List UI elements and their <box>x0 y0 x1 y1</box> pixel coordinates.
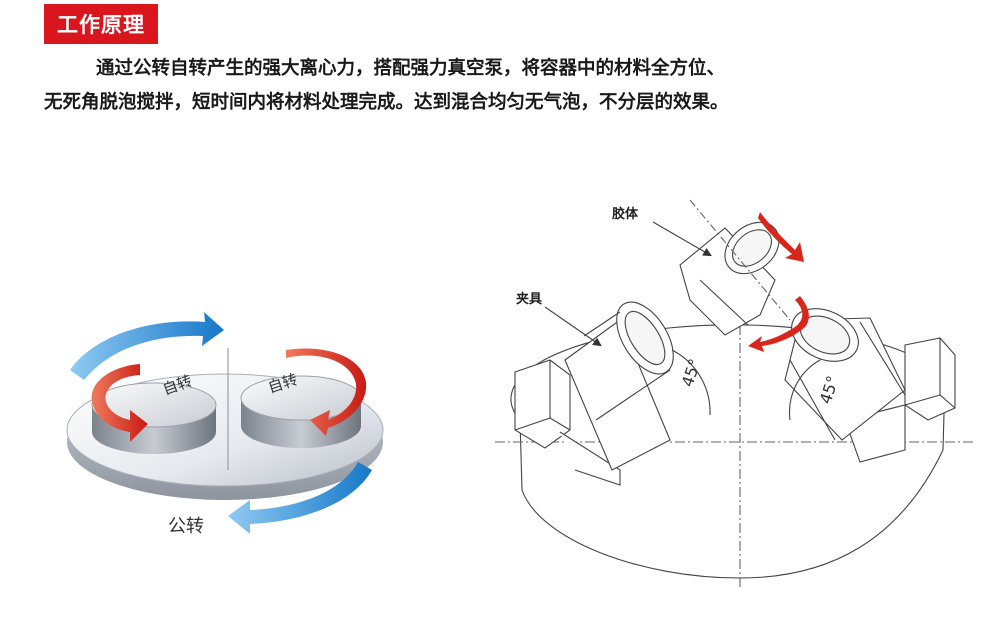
rotation-arrow-right <box>286 348 367 436</box>
right-clamp-cylinder <box>784 308 906 441</box>
description-line-2: 无死角脱泡搅拌，短时间内将材料处理完成。达到混合均匀无气泡，不分层的效果。 <box>44 92 729 113</box>
rotation-arrow-top <box>758 212 804 262</box>
left-clamp-cylinder <box>564 301 674 471</box>
rotation-arrow-middle <box>748 296 809 352</box>
section-title-badge: 工作原理 <box>44 4 158 44</box>
tilted-container-diagram <box>495 199 975 590</box>
angle-arc-left <box>671 349 711 416</box>
description-text: 通过公转自转产生的强大离心力，搭配强力真空泵，将容器中的材料全方位、 无死角脱泡… <box>0 52 997 120</box>
left-container <box>91 382 217 454</box>
clamp-label: 夹具 <box>516 291 542 307</box>
angle-label-left: 45° <box>678 356 705 389</box>
left-mount-block <box>514 359 621 486</box>
revolution-rotation-diagram: 自转 自转 公转 <box>66 312 384 537</box>
container-leader <box>652 221 712 257</box>
right-container <box>240 375 362 448</box>
revolution-arrow-bottom <box>228 462 372 534</box>
rotation-arrow-left <box>91 364 148 442</box>
revolution-arrow-top <box>70 312 224 380</box>
angle-arc-right <box>788 359 821 421</box>
clamp-leader <box>544 306 602 347</box>
revolution-label: 公转 <box>168 516 204 537</box>
floating-container <box>679 199 791 336</box>
container-label: 胶体 <box>612 206 639 222</box>
description-line-1: 通过公转自转产生的强大离心力，搭配强力真空泵，将容器中的材料全方位、 <box>96 58 726 79</box>
